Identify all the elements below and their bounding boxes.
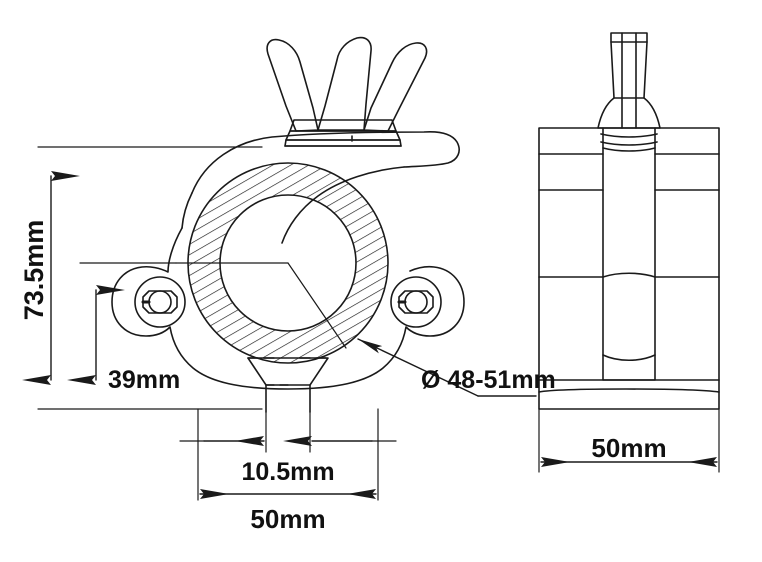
dimension-side-width <box>538 408 720 473</box>
dimension-label-stem-width: 10.5mm <box>241 458 334 486</box>
dimension-label-bore-diameter: Ø 48-51mm <box>421 366 556 394</box>
dimension-body-width <box>197 408 379 501</box>
dimension-label-body-width: 50mm <box>250 504 325 534</box>
dimension-bore-diameter-leader <box>357 338 537 397</box>
dimension-label-overall-height: 73.5mm <box>19 220 49 321</box>
clamp-stem <box>247 357 329 413</box>
dimension-ear-height <box>67 262 177 385</box>
dimension-overall-height <box>22 146 263 410</box>
dimension-stem-width <box>179 411 397 453</box>
dimension-label-side-width: 50mm <box>591 433 666 463</box>
dimension-label-ear-height: 39mm <box>108 366 180 394</box>
side-bolt-shaft <box>600 127 658 381</box>
bore-centre-marks <box>175 262 347 349</box>
